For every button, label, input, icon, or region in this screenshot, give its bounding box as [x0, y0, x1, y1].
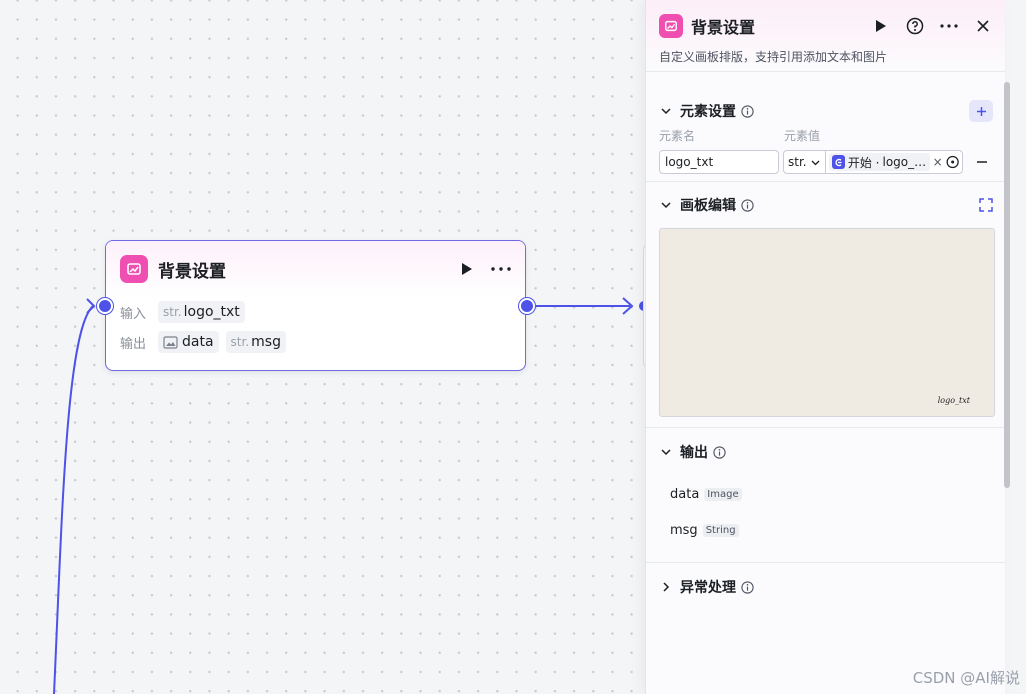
exception-section: 异常处理 [646, 563, 1005, 613]
start-node-icon [832, 155, 845, 169]
close-icon[interactable] [973, 16, 993, 36]
more-icon[interactable] [939, 16, 959, 36]
column-label-value: 元素值 [784, 129, 821, 143]
element-type-value: str. [788, 155, 807, 169]
run-icon[interactable] [871, 16, 891, 36]
input-type: str. [163, 305, 182, 319]
panel-title: 背景设置 [691, 18, 756, 37]
input-name: logo_txt [183, 304, 240, 320]
chevron-down-icon[interactable] [659, 104, 673, 118]
element-name-input[interactable] [659, 150, 779, 174]
node-input-handle[interactable] [97, 298, 113, 314]
elements-section-title: 元素设置 [680, 104, 736, 120]
element-row: str. 开始 · logo_txt × [659, 150, 993, 174]
info-icon[interactable] [741, 580, 754, 594]
panel-description: 自定义画板排版，支持引用添加文本和图片 [659, 50, 888, 64]
element-value-reference[interactable]: 开始 · logo_txt × [825, 150, 963, 174]
run-icon[interactable] [457, 259, 477, 279]
chevron-right-icon[interactable] [659, 580, 673, 594]
reference-variable: logo_txt [882, 155, 927, 169]
reference-tag: 开始 · logo_txt [829, 153, 930, 171]
node-settings-panel: 背景设置 自定义画板排版，支持引用添加文本和图片 元素设置 [645, 0, 1005, 694]
output-section: 输出 data Image msg String [646, 428, 1005, 563]
add-element-button[interactable] [969, 100, 993, 122]
chevron-down-icon [811, 160, 820, 165]
element-type-select[interactable]: str. [783, 150, 825, 174]
outgoing-edge-arrow [622, 297, 634, 315]
background-strip [1011, 0, 1026, 694]
minus-icon [977, 161, 987, 163]
input-chip: str. logo_txt [158, 301, 245, 323]
canvas-preview-text[interactable]: logo_txt [937, 396, 970, 405]
node-input-row: 输入 str. logo_txt [106, 297, 525, 327]
node-title: 背景设置 [158, 261, 226, 282]
node-output-handle[interactable] [519, 298, 535, 314]
elements-section: 元素设置 元素名 元素值 str. 开 [646, 72, 1005, 182]
image-icon [163, 335, 178, 349]
output-type-badge: String [702, 523, 739, 537]
chevron-down-icon[interactable] [659, 198, 673, 212]
chevron-down-icon[interactable] [659, 445, 673, 459]
output-label: 输出 [120, 336, 147, 352]
variable-select-icon[interactable] [946, 155, 959, 169]
exception-section-title: 异常处理 [680, 580, 736, 596]
canvas-section: 画板编辑 logo_txt [646, 182, 1005, 428]
output-item-name: data [670, 486, 700, 502]
output-item-name: msg [670, 522, 698, 538]
panel-header: 背景设置 自定义画板排版，支持引用添加文本和图片 [646, 0, 1005, 72]
canvas-section-title: 画板编辑 [680, 198, 736, 214]
output-chip-data: data [158, 331, 219, 353]
output-name-msg: msg [251, 334, 281, 350]
output-type-badge: Image [704, 487, 742, 501]
node-header: 背景设置 [106, 241, 525, 297]
canvas-preview[interactable]: logo_txt [659, 228, 995, 417]
info-icon[interactable] [741, 198, 754, 212]
image-edit-icon [659, 14, 683, 38]
help-icon[interactable] [905, 16, 925, 36]
watermark: CSDN @AI解说 [912, 669, 1020, 687]
output-name-data: data [182, 334, 214, 350]
output-item: data Image [659, 476, 993, 512]
image-edit-icon [120, 255, 148, 283]
clear-reference-icon[interactable]: × [932, 155, 943, 169]
column-label-name: 元素名 [659, 129, 696, 143]
panel-scrollbar[interactable] [1004, 82, 1010, 488]
node-output-row: 输出 data str. msg [106, 327, 525, 357]
incoming-edge-arrow [86, 298, 96, 314]
info-icon[interactable] [741, 104, 754, 118]
input-label: 输入 [120, 306, 147, 322]
output-type-msg: str. [230, 335, 250, 349]
output-item: msg String [659, 512, 993, 548]
info-icon[interactable] [713, 445, 726, 459]
plus-icon [976, 106, 986, 116]
background-settings-node[interactable]: 背景设置 输入 str. logo_txt 输出 data str. msg [105, 240, 526, 371]
remove-element-button[interactable] [975, 161, 989, 163]
incoming-edge[interactable] [53, 305, 94, 694]
reference-source: 开始 · [847, 155, 880, 170]
output-section-title: 输出 [680, 445, 708, 461]
fullscreen-icon[interactable] [979, 198, 993, 212]
more-icon[interactable] [491, 259, 511, 279]
output-chip-msg: str. msg [225, 331, 286, 353]
